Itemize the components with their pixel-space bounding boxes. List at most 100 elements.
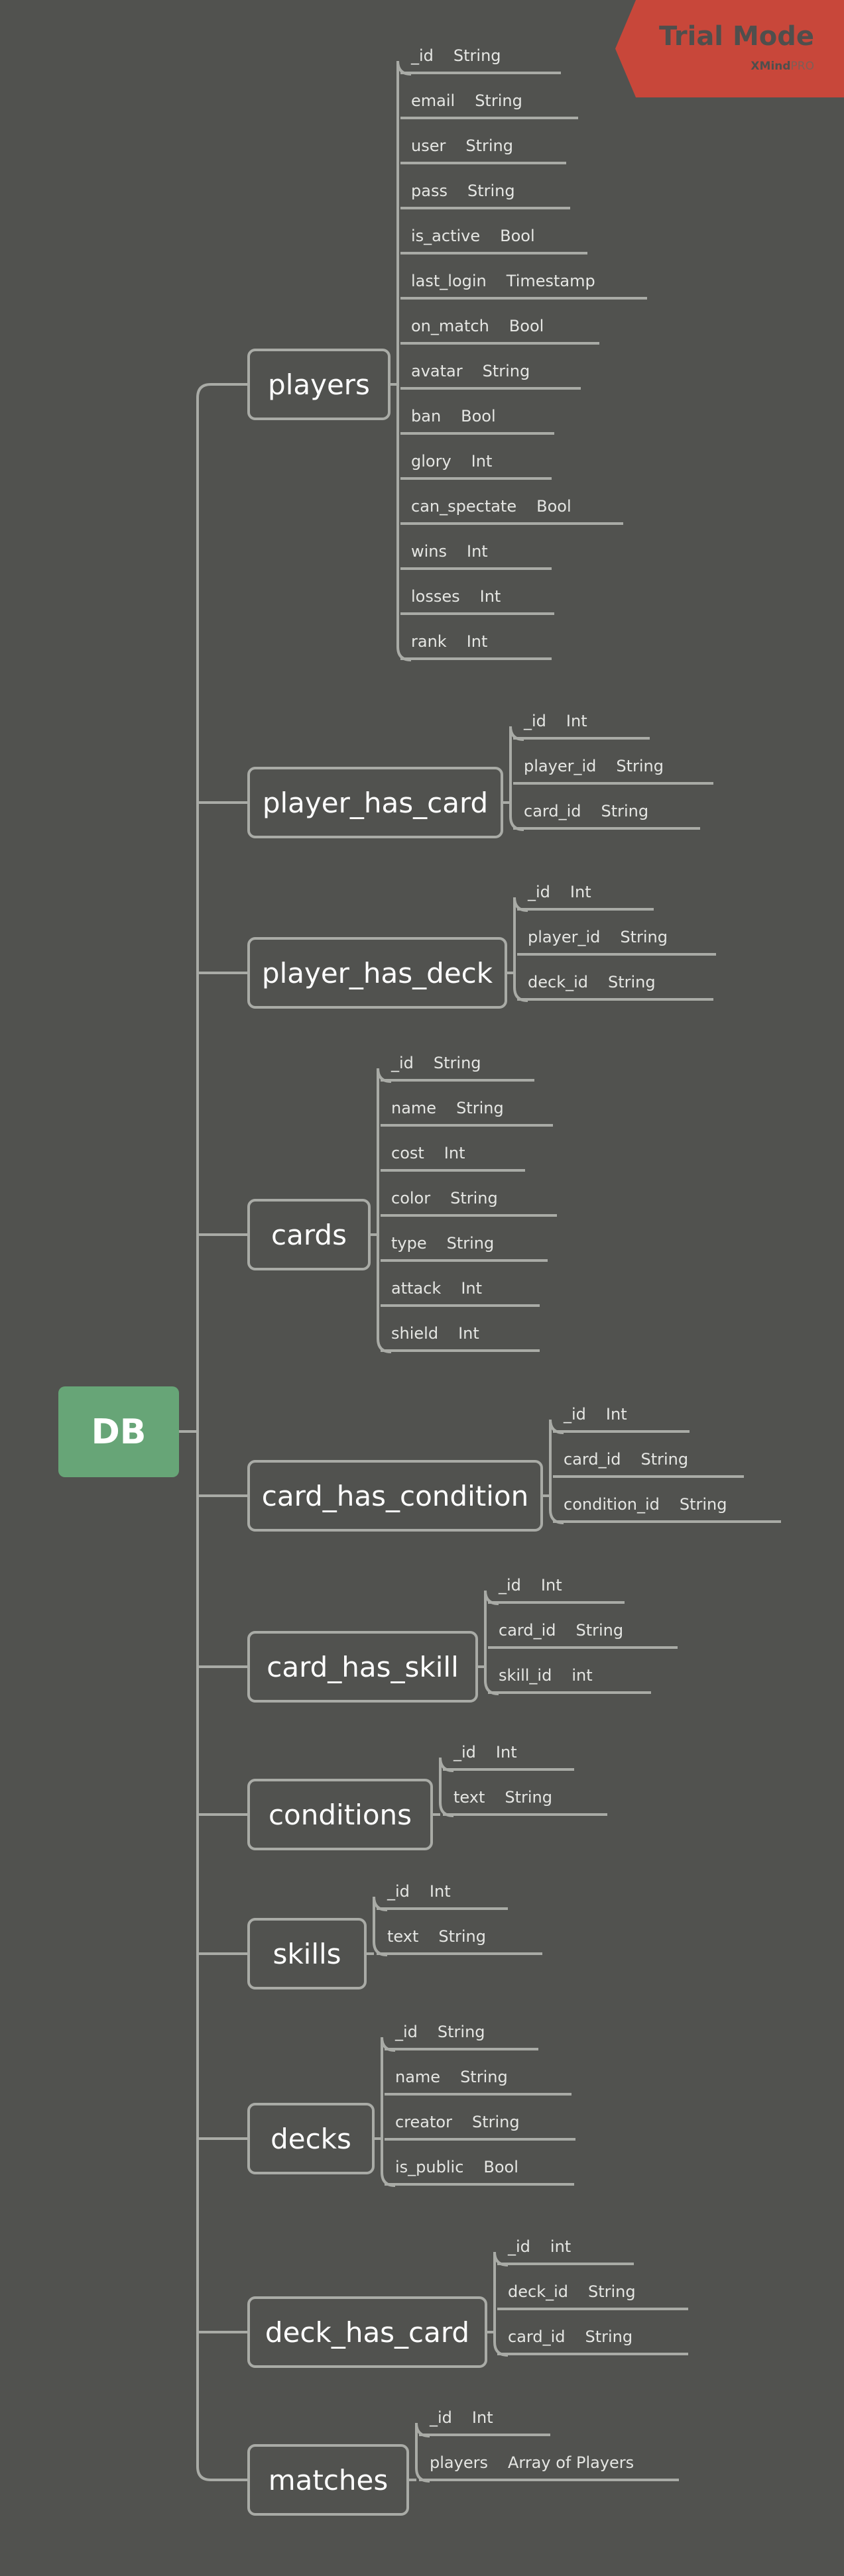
field-type: String <box>446 1234 495 1253</box>
field-type: String <box>588 2282 636 2301</box>
field-name: text <box>387 1927 419 1946</box>
field-type: Timestamp <box>506 272 595 290</box>
field-type: Int <box>466 632 488 651</box>
field-name: _id <box>395 2023 418 2041</box>
field-type: String <box>460 2068 508 2086</box>
field-row[interactable]: name String <box>381 1082 553 1127</box>
xmind-pro-label: XMindPRO <box>751 60 814 73</box>
field-type: Bool <box>483 2158 518 2176</box>
field-row[interactable]: last_login Timestamp <box>400 254 647 300</box>
field-type: String <box>482 362 530 380</box>
field-name: player_id <box>528 928 601 946</box>
field-row[interactable]: name String <box>385 2050 572 2096</box>
field-name: user <box>411 137 446 155</box>
field-name: name <box>395 2068 441 2086</box>
field-type: int <box>550 2237 572 2256</box>
table-node-cards[interactable]: cards <box>247 1199 371 1270</box>
field-row[interactable]: avatar String <box>400 345 581 390</box>
field-name: last_login <box>411 272 487 290</box>
field-type: String <box>679 1495 727 1514</box>
field-name: card_id <box>564 1450 621 1469</box>
field-name: condition_id <box>564 1495 660 1514</box>
branch-connector <box>196 2466 247 2481</box>
field-row[interactable]: ban Bool <box>400 390 554 435</box>
field-name: deck_id <box>528 973 588 991</box>
field-type: Bool <box>500 227 535 245</box>
root-node-db[interactable]: DB <box>58 1386 179 1477</box>
field-name: deck_id <box>508 2282 568 2301</box>
field-type: String <box>467 182 515 200</box>
field-row[interactable]: type String <box>381 1217 548 1262</box>
table-node-player-has-deck[interactable]: player_has_deck <box>247 937 507 1009</box>
field-name: card_id <box>499 1621 556 1640</box>
branch-connector <box>196 383 247 398</box>
field-name: ban <box>411 407 442 425</box>
field-name: name <box>391 1099 437 1117</box>
table-node-matches[interactable]: matches <box>247 2444 409 2516</box>
field-row[interactable]: _id Int <box>419 2391 550 2436</box>
table-node-deck-has-card[interactable]: deck_has_card <box>247 2296 487 2368</box>
field-name: rank <box>411 632 447 651</box>
table-node-players[interactable]: players <box>247 349 391 420</box>
field-type: int <box>572 1666 593 1685</box>
field-type: Int <box>566 712 587 730</box>
field-name: text <box>453 1788 485 1807</box>
table-node-conditions[interactable]: conditions <box>247 1779 433 1850</box>
table-node-player-has-card[interactable]: player_has_card <box>247 767 503 838</box>
field-name: _id <box>430 2408 452 2427</box>
table-node-decks[interactable]: decks <box>247 2103 375 2174</box>
field-name: on_match <box>411 317 489 335</box>
field-type: Bool <box>461 407 496 425</box>
field-row[interactable]: condition_id String <box>553 1478 781 1523</box>
field-type: Int <box>471 2408 493 2427</box>
field-type: String <box>453 46 501 65</box>
field-name: _id <box>564 1405 586 1424</box>
field-type: String <box>456 1099 504 1117</box>
field-name: creator <box>395 2113 452 2131</box>
table-node-skills[interactable]: skills <box>247 1918 367 1989</box>
field-row[interactable]: deck_id String <box>497 2265 688 2310</box>
table-node-card-has-skill[interactable]: card_has_skill <box>247 1631 478 1703</box>
field-name: wins <box>411 542 448 561</box>
field-row[interactable]: rank Int <box>400 615 552 660</box>
field-name: type <box>391 1234 427 1253</box>
field-name: avatar <box>411 362 463 380</box>
table-node-card-has-condition[interactable]: card_has_condition <box>247 1460 543 1532</box>
